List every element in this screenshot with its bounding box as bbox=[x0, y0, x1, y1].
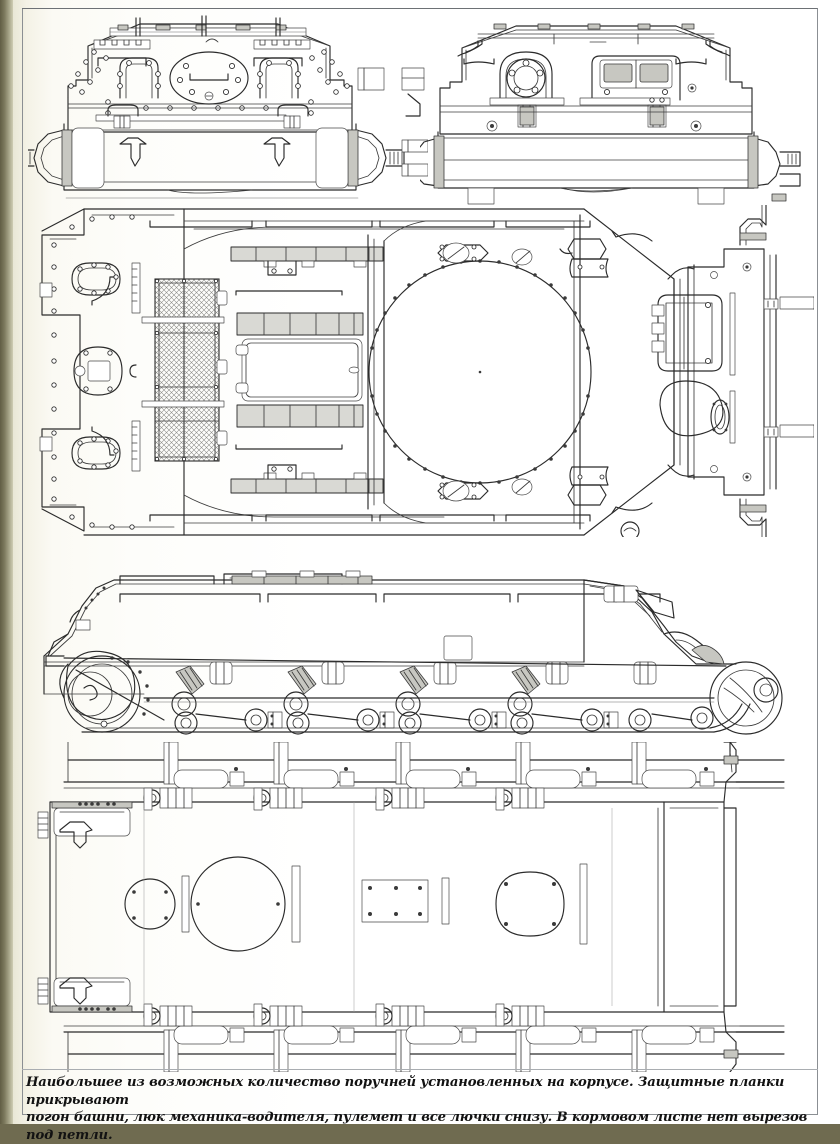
rear-plate-plan bbox=[39, 214, 135, 530]
drive-sprocket bbox=[709, 661, 783, 735]
bottom-view-drawing bbox=[37, 742, 785, 1072]
rear-protective-strip-left bbox=[93, 39, 151, 50]
caption-line-1: Наибольшее из возможных количество поруч… bbox=[26, 1075, 785, 1108]
turret-ring-opening bbox=[368, 259, 592, 485]
rear-final-drive-right bbox=[315, 127, 405, 189]
mg-mount-plan bbox=[659, 380, 736, 444]
mg-ball-mount bbox=[489, 51, 565, 128]
louvre-cover-top-outer bbox=[230, 246, 384, 268]
rear-access-covers bbox=[37, 801, 133, 1013]
idler-wheel bbox=[45, 650, 165, 733]
suspension-mounts-top bbox=[143, 742, 715, 811]
front-final-drive-right bbox=[747, 135, 801, 189]
side-handrails bbox=[119, 573, 661, 603]
page-sheet bbox=[13, 0, 840, 1124]
front-tow-hooks-plan bbox=[710, 205, 767, 537]
caption-separator-rule bbox=[22, 1069, 818, 1070]
front-view bbox=[420, 12, 820, 208]
front-protective-strips bbox=[763, 296, 814, 438]
rear-view bbox=[28, 12, 428, 208]
rear-view-drawing bbox=[28, 15, 428, 199]
engine-access-hatch bbox=[235, 338, 363, 402]
perimeter-handrails bbox=[149, 220, 591, 522]
driver-hatch-plan bbox=[651, 292, 736, 376]
front-final-drive-left bbox=[420, 135, 445, 189]
plate-frame-left-rule bbox=[22, 8, 23, 1115]
rear-final-drive-left bbox=[28, 127, 105, 189]
side-view-drawing bbox=[43, 570, 783, 735]
front-view-drawing bbox=[420, 23, 801, 205]
side-view bbox=[24, 538, 814, 748]
rear-tow-bracket-right bbox=[277, 104, 309, 129]
fuel-filler-ports bbox=[437, 238, 609, 506]
suspension-mounts-bottom bbox=[143, 1003, 715, 1072]
front-final-drive-bottom bbox=[723, 742, 739, 1072]
louvre-cover-bottom-inner bbox=[236, 404, 364, 428]
rear-view-side-stubs bbox=[357, 67, 428, 177]
belly-plate-details bbox=[124, 856, 588, 952]
louvre-cover-top-inner bbox=[236, 312, 364, 336]
book-gutter bbox=[0, 0, 13, 1124]
exhaust-cowl-left bbox=[117, 57, 161, 99]
bottom-view bbox=[24, 742, 814, 1072]
caption-block: Наибольшее из возможных количество поруч… bbox=[26, 1074, 812, 1144]
top-view bbox=[24, 205, 814, 537]
rear-towing-eyes bbox=[119, 137, 291, 167]
top-view-drawing bbox=[39, 205, 814, 537]
rear-oval-hatch bbox=[169, 51, 249, 105]
driver-hatch bbox=[579, 55, 681, 128]
louvre-cover-bottom-outer bbox=[230, 472, 384, 494]
rear-protective-strip-right bbox=[253, 39, 311, 50]
rear-tow-bracket-left bbox=[107, 104, 139, 129]
engine-deck-grille bbox=[141, 278, 225, 462]
caption-line-2: погон башни, люк механика-водителя, пуле… bbox=[26, 1110, 808, 1143]
exhaust-cowl-right bbox=[257, 57, 301, 99]
